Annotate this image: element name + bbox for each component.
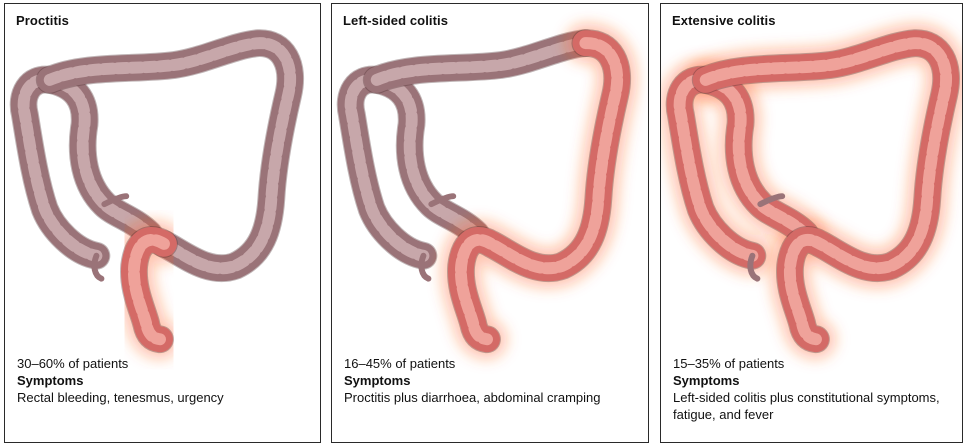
- panel-proctitis: Proctitis 30–60% of patients Symptoms Re…: [4, 3, 321, 443]
- symptoms-text: Left-sided colitis plus constitutional s…: [673, 389, 940, 406]
- patient-percent: 15–35% of patients: [673, 355, 940, 372]
- panel-title: Extensive colitis: [672, 13, 776, 28]
- symptoms-heading: Symptoms: [673, 372, 940, 389]
- panel-title: Proctitis: [16, 13, 69, 28]
- panel-title: Left-sided colitis: [343, 13, 448, 28]
- patient-percent: 16–45% of patients: [344, 355, 601, 372]
- symptoms-heading: Symptoms: [344, 372, 601, 389]
- panel-stats: 16–45% of patients Symptoms Proctitis pl…: [344, 355, 601, 406]
- colon-inflamed-part: [134, 240, 164, 339]
- patient-percent: 30–60% of patients: [17, 355, 224, 372]
- symptoms-heading: Symptoms: [17, 372, 224, 389]
- panel-extensive-colitis: Extensive colitis 15–35% of patients Sym…: [660, 3, 963, 443]
- panel-stats: 15–35% of patients Symptoms Left-sided c…: [673, 355, 940, 423]
- symptoms-text: Proctitis plus diarrhoea, abdominal cram…: [344, 389, 601, 406]
- symptoms-text: Rectal bleeding, tenesmus, urgency: [17, 389, 224, 406]
- symptoms-text-continued: fatigue, and fever: [673, 406, 940, 423]
- panel-left-sided-colitis: Left-sided colitis 16–45% of patients Sy…: [331, 3, 649, 443]
- colon-inflamed-part: [461, 43, 617, 339]
- panel-stats: 30–60% of patients Symptoms Rectal bleed…: [17, 355, 224, 406]
- colon-inflamed-part: [680, 43, 946, 339]
